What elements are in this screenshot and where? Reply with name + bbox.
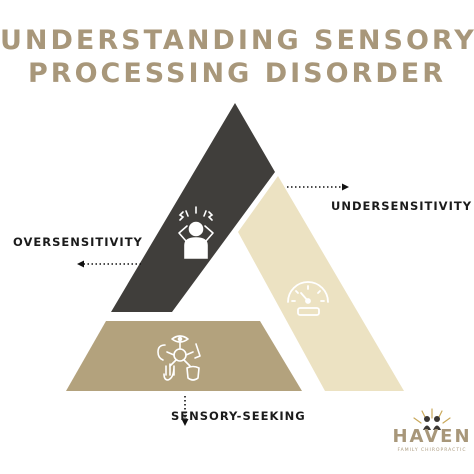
brand-tagline: FAMILY CHIROPRACTIC: [397, 448, 467, 453]
arrow-down: [181, 396, 189, 426]
gauge-meter-icon: [287, 281, 329, 316]
senses-icon: [157, 335, 201, 381]
title-line-2: PROCESSING DISORDER: [28, 58, 446, 89]
title-line-1: UNDERSTANDING SENSORY: [0, 25, 474, 56]
undersensitivity-segment: [238, 176, 404, 391]
arrow-left: [77, 260, 141, 268]
oversensitivity-segment: [111, 103, 275, 312]
brand-name: HAVEN: [392, 426, 472, 447]
sensory-seeking-segment: [66, 321, 302, 391]
page-title: UNDERSTANDING SENSORY PROCESSING DISORDE…: [0, 24, 474, 90]
arrow-right: [287, 183, 349, 191]
overwhelmed-person-icon: [178, 206, 214, 259]
haven-logo-icon: [413, 408, 451, 430]
undersensitivity-label: UNDERSENSITIVITY: [331, 199, 473, 213]
oversensitivity-label: OVERSENSITIVITY: [13, 235, 143, 249]
sensory-seeking-label: SENSORY-SEEKING: [171, 409, 306, 423]
